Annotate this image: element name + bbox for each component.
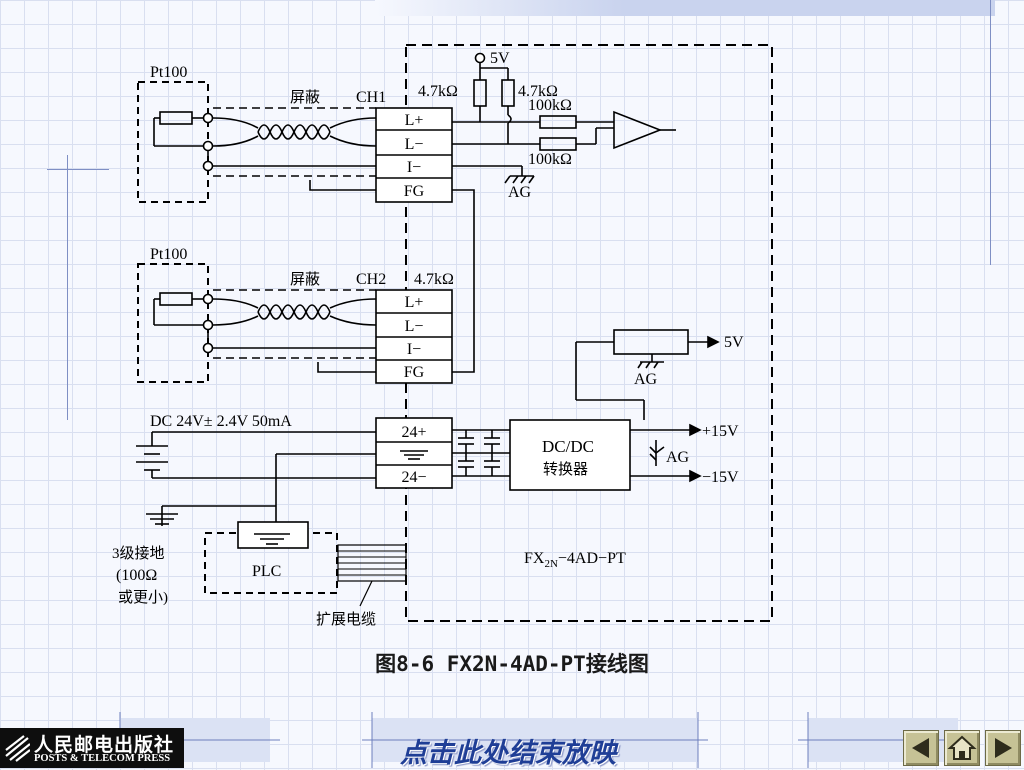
module-model-label: FX2N−4AD−PT bbox=[524, 550, 626, 570]
analog-ground-ch1-label: AG bbox=[508, 184, 532, 201]
terminal-ch2-iminus: I− bbox=[407, 341, 421, 358]
terminal-24plus: 24+ bbox=[401, 424, 426, 441]
resistor-47k-b-label: 4.7kΩ bbox=[518, 83, 558, 100]
footer-decor bbox=[110, 712, 968, 768]
terminal-ch1-lplus: L+ bbox=[405, 112, 424, 129]
ground-label-2: (100Ω bbox=[116, 567, 157, 584]
right-decor-line bbox=[990, 0, 991, 265]
shield-label-1: 屏蔽 bbox=[290, 89, 320, 106]
terminal-ch1-lminus: L− bbox=[405, 136, 424, 153]
publisher-name-en: POSTS & TELECOM PRESS bbox=[34, 753, 171, 764]
terminal-ch2-fg: FG bbox=[404, 364, 425, 381]
sensor-box-1 bbox=[137, 81, 209, 203]
publisher-logo: 人民邮电出版社 POSTS & TELECOM PRESS bbox=[0, 728, 184, 768]
channel-2-label: CH2 bbox=[356, 271, 386, 288]
end-show-link[interactable]: 点击此处结束放映 bbox=[400, 738, 616, 769]
dcdc-label-1: DC/DC bbox=[542, 437, 594, 456]
out-5v-label: 5V bbox=[724, 334, 744, 351]
figure-caption: 图8-6 FX2N-4AD-PT接线图 bbox=[375, 652, 649, 676]
plc-label: PLC bbox=[252, 563, 281, 580]
terminal-24minus: 24− bbox=[401, 469, 426, 486]
resistor-100k-a-label: 100kΩ bbox=[528, 97, 572, 114]
next-button[interactable] bbox=[985, 730, 1021, 766]
channel-1-label: CH1 bbox=[356, 89, 386, 106]
prev-button[interactable] bbox=[903, 730, 939, 766]
sensor-box-2 bbox=[137, 263, 209, 383]
shield-label-2: 屏蔽 bbox=[290, 271, 320, 288]
resistor-47k-ch2-label: 4.7kΩ bbox=[414, 271, 454, 288]
home-icon bbox=[947, 735, 977, 760]
terminal-ch1-fg: FG bbox=[404, 183, 425, 200]
next-icon bbox=[995, 738, 1012, 758]
sensor-label-1: Pt100 bbox=[150, 64, 187, 81]
terminal-ch2-lplus: L+ bbox=[405, 294, 424, 311]
out-plus-15v-label: +15V bbox=[702, 423, 739, 440]
ground-label-3: 或更小) bbox=[118, 589, 168, 606]
resistor-47k-a-label: 4.7kΩ bbox=[418, 83, 458, 100]
wiring-diagram: Pt100 Pt100 屏蔽 屏蔽 CH1 CH2 5V 4.7kΩ 4.7kΩ… bbox=[112, 44, 773, 628]
sensor-label-2: Pt100 bbox=[150, 246, 187, 263]
prev-icon bbox=[912, 738, 929, 758]
extension-cable-label: 扩展电缆 bbox=[316, 611, 376, 628]
out-minus-15v-label: −15V bbox=[702, 469, 739, 486]
left-decor-tick bbox=[47, 169, 109, 170]
terminal-ch2-lminus: L− bbox=[405, 318, 424, 335]
home-button[interactable] bbox=[944, 730, 980, 766]
ground-label-1: 3级接地 bbox=[112, 545, 165, 562]
terminal-ch1-iminus: I− bbox=[407, 159, 421, 176]
left-decor-line bbox=[67, 155, 68, 420]
top-decor-band bbox=[375, 0, 995, 16]
module-boundary bbox=[405, 44, 773, 622]
ag-ref-label: AG bbox=[634, 371, 658, 388]
dc-supply-label: DC 24V± 2.4V 50mA bbox=[150, 413, 292, 430]
resistor-100k-b-label: 100kΩ bbox=[528, 151, 572, 168]
ag-dcdc-label: AG bbox=[666, 449, 690, 466]
publisher-name-cn: 人民邮电出版社 bbox=[34, 734, 175, 756]
dcdc-label-2: 转换器 bbox=[543, 461, 588, 478]
supply-5v-top-label: 5V bbox=[490, 50, 510, 67]
publisher-mark-icon bbox=[5, 735, 30, 762]
